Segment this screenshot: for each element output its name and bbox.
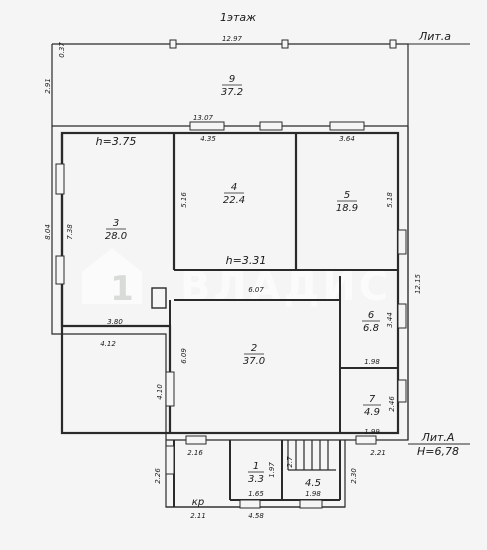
dimension-labels: 12.97 0.37 2.91 13.07 4.35 3.64 5.16 5.1… [44, 35, 422, 520]
room-2-number: 2 [251, 343, 257, 354]
dim-2-21: 2.21 [370, 449, 386, 457]
watermark-text: ВЛАДИС [180, 264, 391, 310]
room-3-number: 3 [113, 218, 119, 229]
room-9-area: 37.2 [221, 87, 243, 98]
dim-2-30: 2.30 [350, 468, 358, 484]
dim-12-97: 12.97 [222, 35, 243, 43]
dim-8-04: 8.04 [44, 224, 52, 240]
dim-2-11: 2.11 [190, 512, 206, 520]
room-6-number: 6 [368, 310, 374, 321]
lit-A-height: H=6,78 [417, 445, 459, 458]
height-main: h=3.75 [96, 135, 137, 148]
dim-4-12: 4.12 [100, 340, 116, 348]
height-hall: h=3.31 [226, 254, 267, 267]
dim-1-98-a: 1.98 [364, 358, 380, 366]
dim-1-99: 1.99 [364, 428, 380, 436]
watermark: 1 ВЛАДИС [82, 248, 391, 310]
dim-12-15: 12.15 [414, 273, 422, 294]
dim-4-58: 4.58 [248, 512, 264, 520]
room-9-number: 9 [229, 74, 235, 85]
dim-2-91: 2.91 [44, 78, 52, 94]
dim-6-09: 6.09 [180, 348, 188, 364]
dim-13-07: 13.07 [193, 114, 214, 122]
room-7-number: 7 [369, 394, 376, 405]
room-6-area: 6.8 [363, 323, 379, 334]
room-5-number: 5 [344, 190, 350, 201]
dim-5-18: 5.18 [386, 192, 394, 208]
dim-1-97: 1.97 [268, 462, 276, 478]
room-4-number: 4 [231, 182, 237, 193]
dim-4-10: 4.10 [156, 384, 164, 400]
room-3-area: 28.0 [105, 231, 127, 242]
lit-a-outline [51, 43, 409, 440]
dim-5-16: 5.16 [180, 192, 188, 208]
stair-area: 4.5 [305, 478, 321, 489]
dim-1-98-b: 1.98 [305, 490, 321, 498]
dim-2-26: 2.26 [154, 468, 162, 484]
dim-0-37: 0.37 [58, 42, 66, 58]
dim-7-38: 7.38 [66, 224, 74, 240]
dim-3-80: 3.80 [107, 318, 123, 326]
room-kr-label: кр [192, 497, 204, 508]
room-4-area: 22.4 [223, 195, 245, 206]
dim-1-65: 1.65 [248, 490, 264, 498]
dim-2-16: 2.16 [187, 449, 203, 457]
room-1-number: 1 [253, 461, 259, 472]
room-2-area: 37.0 [243, 356, 265, 367]
dim-3-44: 3.44 [386, 312, 394, 328]
svg-text:1: 1 [110, 269, 134, 309]
lit-a-label: Лит.а [418, 30, 451, 43]
room-labels: 9 37.2 4 22.4 5 18.9 3 28.0 2 37.0 6 6.8… [105, 74, 381, 508]
room-5-area: 18.9 [336, 203, 358, 214]
floor-title: 1этаж [220, 11, 256, 24]
room-1-area: 3.3 [248, 474, 264, 485]
dim-4-35: 4.35 [200, 135, 216, 143]
dim-3-64: 3.64 [339, 135, 355, 143]
watermark-house-icon [82, 248, 142, 304]
dim-2-7: 2.7 [286, 456, 294, 468]
room-7-area: 4.9 [364, 407, 380, 418]
windows [55, 39, 407, 509]
lit-A-label: Лит.А [421, 431, 455, 444]
dim-2-46: 2.46 [388, 396, 396, 412]
dim-6-07: 6.07 [248, 286, 264, 294]
